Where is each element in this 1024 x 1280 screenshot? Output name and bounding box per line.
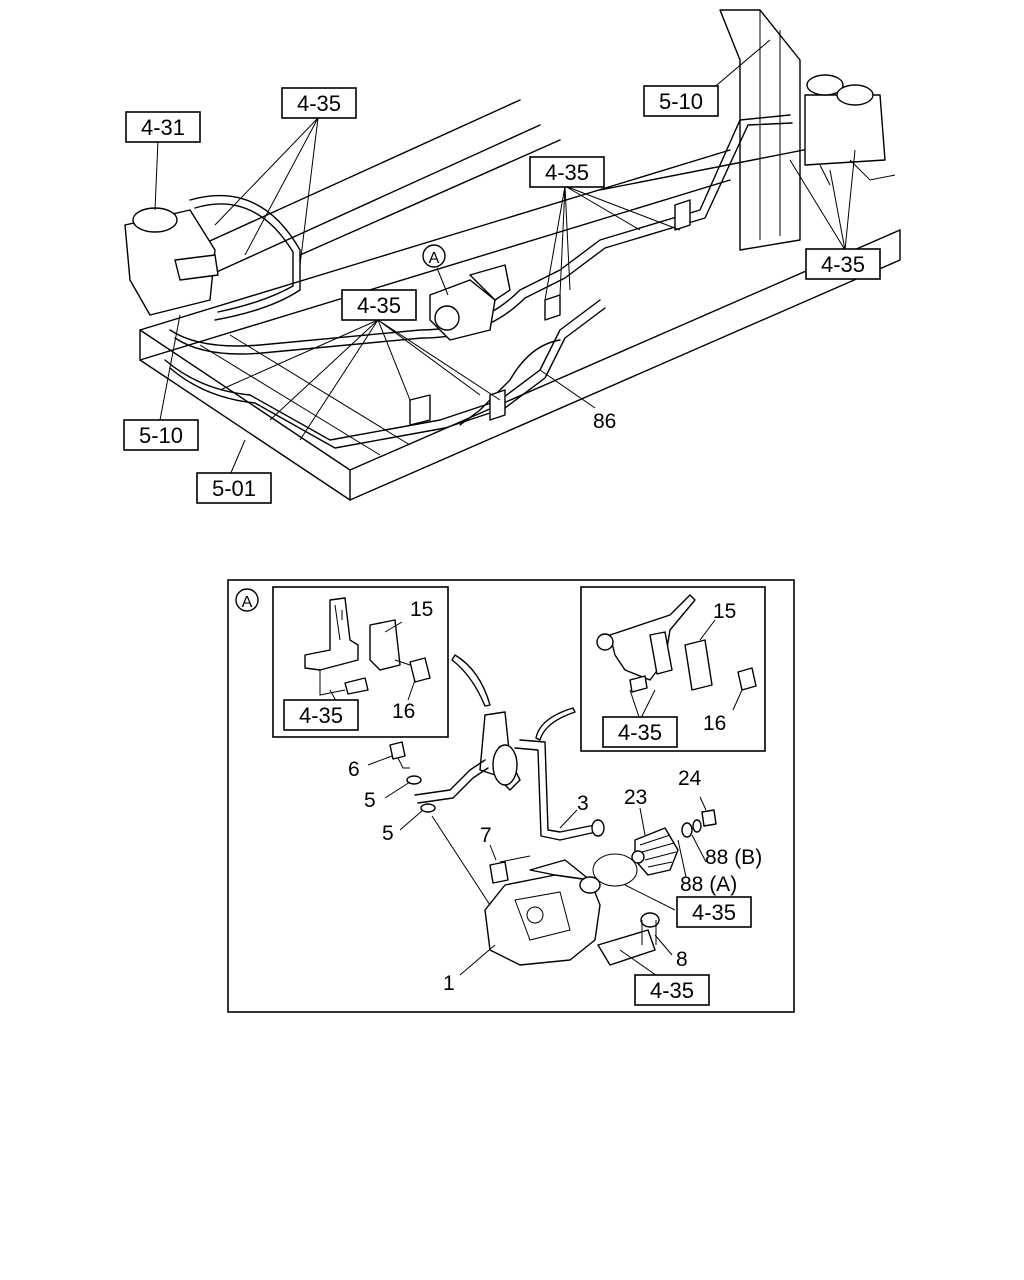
ref-text-inset-left: 4-35 bbox=[299, 703, 343, 728]
part-number-88-a: 88 (A) bbox=[680, 873, 737, 896]
ref-label-5-10-left: 5-10 bbox=[123, 419, 199, 451]
part-number-15-left: 15 bbox=[410, 598, 433, 621]
marker-text: A bbox=[242, 594, 253, 611]
part-number-5-lower: 5 bbox=[382, 822, 394, 845]
inset-left: 15 16 4-35 bbox=[272, 586, 449, 738]
ref-label-4-35-center: 4-35 bbox=[341, 289, 417, 321]
detail-pump-assembly bbox=[367, 711, 717, 986]
ref-text: 4-35 bbox=[821, 252, 865, 277]
ref-label-4-35-bottom: 4-35 bbox=[634, 974, 710, 1006]
part-number-8: 8 bbox=[676, 948, 688, 971]
ref-text: 5-10 bbox=[139, 423, 183, 448]
ref-text: 4-35 bbox=[357, 293, 401, 318]
ref-text: 5-10 bbox=[659, 89, 703, 114]
part-number-6: 6 bbox=[348, 758, 360, 781]
top-leaders bbox=[154, 39, 856, 476]
pointer-arrow-right bbox=[535, 707, 576, 741]
inset-right: 15 16 4-35 bbox=[580, 586, 766, 752]
pointer-arrow-left bbox=[451, 654, 491, 707]
ref-label-5-10-top: 5-10 bbox=[643, 85, 719, 117]
ref-label-4-31: 4-31 bbox=[125, 111, 201, 143]
part-number-1: 1 bbox=[443, 972, 455, 995]
part-number-86: 86 bbox=[593, 410, 616, 433]
part-number-15-right: 15 bbox=[713, 600, 736, 623]
ref-label-4-35-ring: 4-35 bbox=[676, 896, 752, 928]
part-number-7: 7 bbox=[480, 824, 492, 847]
ref-label-4-35-top-left: 4-35 bbox=[281, 87, 357, 119]
detail-marker-a: A bbox=[235, 588, 259, 612]
part-number-5-upper: 5 bbox=[364, 789, 376, 812]
ref-text: 4-31 bbox=[141, 115, 185, 140]
part-number-24: 24 bbox=[678, 767, 702, 790]
detail-marker-a-top: A bbox=[422, 244, 446, 268]
ref-text: 5-01 bbox=[212, 476, 256, 501]
part-number-88-b: 88 (B) bbox=[705, 846, 762, 869]
chassis-assembly bbox=[124, 9, 901, 501]
part-number-16-right: 16 bbox=[703, 712, 726, 735]
part-number-3: 3 bbox=[577, 792, 589, 815]
ref-label-4-35-top-mid: 4-35 bbox=[529, 156, 605, 188]
part-number-23: 23 bbox=[624, 786, 647, 809]
ref-text: 4-35 bbox=[545, 160, 589, 185]
ref-text-inset-right: 4-35 bbox=[618, 720, 662, 745]
ref-text: 4-35 bbox=[297, 91, 341, 116]
ref-text: 4-35 bbox=[692, 900, 736, 925]
ref-text: 4-35 bbox=[650, 978, 694, 1003]
ref-label-4-35-top-right: 4-35 bbox=[805, 248, 881, 280]
marker-text: A bbox=[429, 250, 440, 267]
part-number-16-left: 16 bbox=[392, 700, 415, 723]
ref-label-5-01: 5-01 bbox=[196, 472, 272, 504]
